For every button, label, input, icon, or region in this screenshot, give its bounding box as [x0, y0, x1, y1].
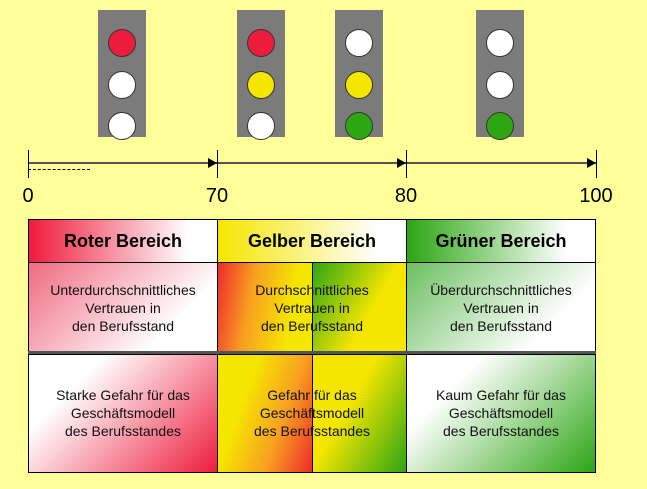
tick-0	[28, 150, 29, 178]
header-green: Grüner Bereich	[406, 219, 596, 263]
lamp-yellow-icon	[247, 71, 275, 99]
tick-70	[217, 150, 218, 178]
header-red: Roter Bereich	[28, 219, 218, 263]
lamp-yellow-icon	[345, 71, 373, 99]
tick-80	[406, 150, 407, 178]
traffic-light	[335, 10, 383, 140]
axis-line	[28, 162, 596, 164]
tick-label: 0	[22, 185, 34, 207]
lamp-white-icon	[486, 71, 514, 99]
arrow-icon	[208, 158, 217, 168]
lamp-white-icon	[108, 112, 136, 140]
lamp-red-icon	[108, 29, 136, 57]
tick-label: 80	[394, 185, 418, 207]
text-yellow-row1: Durchschnittliches Vertrauen in den Beru…	[255, 282, 369, 334]
cell-green-row2	[406, 354, 596, 473]
dashed-line	[28, 169, 90, 170]
arrow-icon	[587, 158, 596, 168]
traffic-light	[98, 10, 146, 140]
traffic-light	[476, 10, 524, 140]
traffic-light	[237, 10, 285, 140]
cell-red-row1	[28, 262, 218, 352]
arrow-icon	[397, 158, 406, 168]
lamp-white-icon	[486, 29, 514, 57]
header-yellow: Gelber Bereich	[217, 219, 407, 263]
lamp-green-icon	[345, 112, 373, 140]
lamp-white-icon	[345, 29, 373, 57]
divider	[28, 351, 596, 354]
lamp-white-icon	[108, 71, 136, 99]
tick-label: 100	[579, 185, 613, 207]
tick-100	[596, 150, 597, 178]
text-green-row2: Kaum Gefahr für das Geschäftsmodell des …	[436, 387, 566, 439]
tick-label: 70	[205, 185, 229, 207]
lamp-white-icon	[247, 112, 275, 140]
cell-green-row1	[406, 262, 596, 352]
text-red-row2: Starke Gefahr für das Geschäftsmodell de…	[56, 387, 190, 439]
cell-red-row2	[28, 354, 218, 473]
lamp-red-icon	[247, 29, 275, 57]
cell-yellow-left-row2	[217, 354, 313, 473]
cell-yellow-right-row2	[312, 354, 407, 473]
text-yellow-row2: Gefahr für das Geschäftsmodell des Beruf…	[254, 387, 370, 439]
text-red-row1: Unterdurchschnittliches Vertrauen in den…	[50, 282, 196, 334]
lamp-green-icon	[486, 112, 514, 140]
text-green-row1: Überdurchschnittliches Vertrauen in den …	[430, 282, 572, 334]
